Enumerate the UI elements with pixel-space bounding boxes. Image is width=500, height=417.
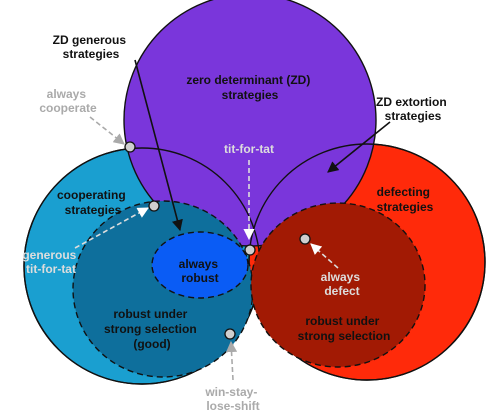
generous-tft-label: generous tit-for-tat (22, 248, 79, 276)
always-defect-point (299, 233, 311, 245)
always-defect-arrow (310, 243, 339, 269)
robust-good-label: robust under strong selection (good) (104, 307, 200, 351)
wsls-label: win-stay- lose-shift (204, 385, 260, 413)
robust-defect-label: robust under strong selection (298, 314, 391, 343)
generous-tft-point (148, 200, 160, 212)
zd-extortion-label: ZD extortion strategies (376, 95, 450, 123)
zd-generous-arrow (134, 59, 183, 232)
zd-generous-label: ZD generous strategies (53, 33, 130, 61)
always-cooperate-label: always cooperate (39, 87, 97, 115)
tit-for-tat-label: tit-for-tat (224, 142, 274, 156)
robust-defect-region (250, 202, 426, 368)
always-defect-label: always defect (321, 270, 364, 298)
defecting-strategies-label: defecting strategies (377, 185, 434, 214)
always-robust-region (151, 231, 249, 299)
always-robust-label: always robust (179, 257, 222, 285)
tit-for-tat-point (244, 244, 256, 256)
wsls-point (224, 328, 236, 340)
zd-extortion-arrow (327, 121, 391, 173)
zero-determinant-label: zero determinant (ZD) strategies (186, 73, 313, 102)
wsls-arrow (225, 340, 238, 381)
always-cooperate-point (124, 141, 136, 153)
generous-tft-arrow (74, 207, 149, 249)
cooperating-strategies-label: cooperating strategies (57, 188, 129, 217)
always-cooperate-arrow (89, 116, 125, 145)
